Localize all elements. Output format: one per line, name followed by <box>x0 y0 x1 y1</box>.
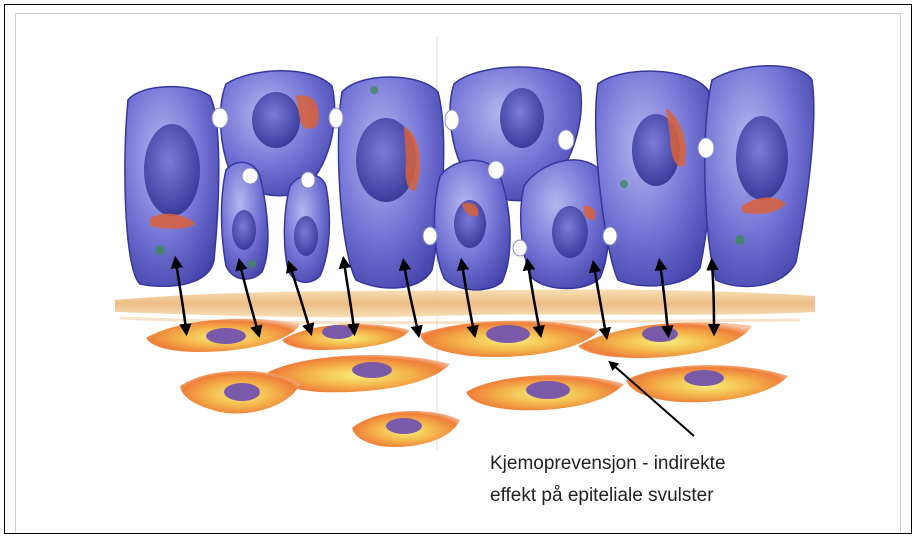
nucleus <box>294 216 318 256</box>
cell-junction <box>558 130 574 150</box>
cell-junction <box>301 172 315 188</box>
vesicle <box>370 86 378 94</box>
cell-junction <box>212 108 228 128</box>
caption-line-2: effekt på epiteliale svulster <box>490 480 890 512</box>
stromal-nucleus <box>486 325 530 343</box>
figure-caption: Kjemoprevensjon - indirekte effekt på ep… <box>490 448 890 512</box>
stromal-nucleus <box>322 325 354 339</box>
epithelial-cell-layer <box>125 66 814 290</box>
nucleus <box>232 210 256 250</box>
cell-junction <box>488 161 504 179</box>
vesicle <box>735 235 745 245</box>
cell-junction <box>242 168 258 184</box>
basement-membrane <box>115 289 815 317</box>
caption-line-1: Kjemoprevensjon - indirekte <box>490 448 890 480</box>
stromal-nucleus <box>224 383 260 401</box>
cell-junction <box>329 108 343 128</box>
stromal-nucleus <box>386 418 422 434</box>
nucleus <box>144 124 200 216</box>
stromal-nucleus <box>352 362 392 378</box>
cell-junction <box>698 138 714 158</box>
cell-junction <box>445 110 459 130</box>
stromal-cell-layer <box>146 319 788 447</box>
nucleus <box>552 206 588 258</box>
cell-junction <box>603 227 617 245</box>
stromal-nucleus <box>642 326 678 342</box>
cell-junction <box>423 227 437 245</box>
stromal-nucleus <box>526 381 570 399</box>
nucleus <box>500 88 544 148</box>
vesicle <box>248 260 256 268</box>
stromal-nucleus <box>206 328 246 344</box>
cell-junction <box>513 240 527 256</box>
nucleus <box>736 116 788 200</box>
stromal-nucleus <box>684 370 724 386</box>
vesicle <box>155 245 165 255</box>
vesicle <box>620 180 628 188</box>
nucleus <box>252 92 300 148</box>
